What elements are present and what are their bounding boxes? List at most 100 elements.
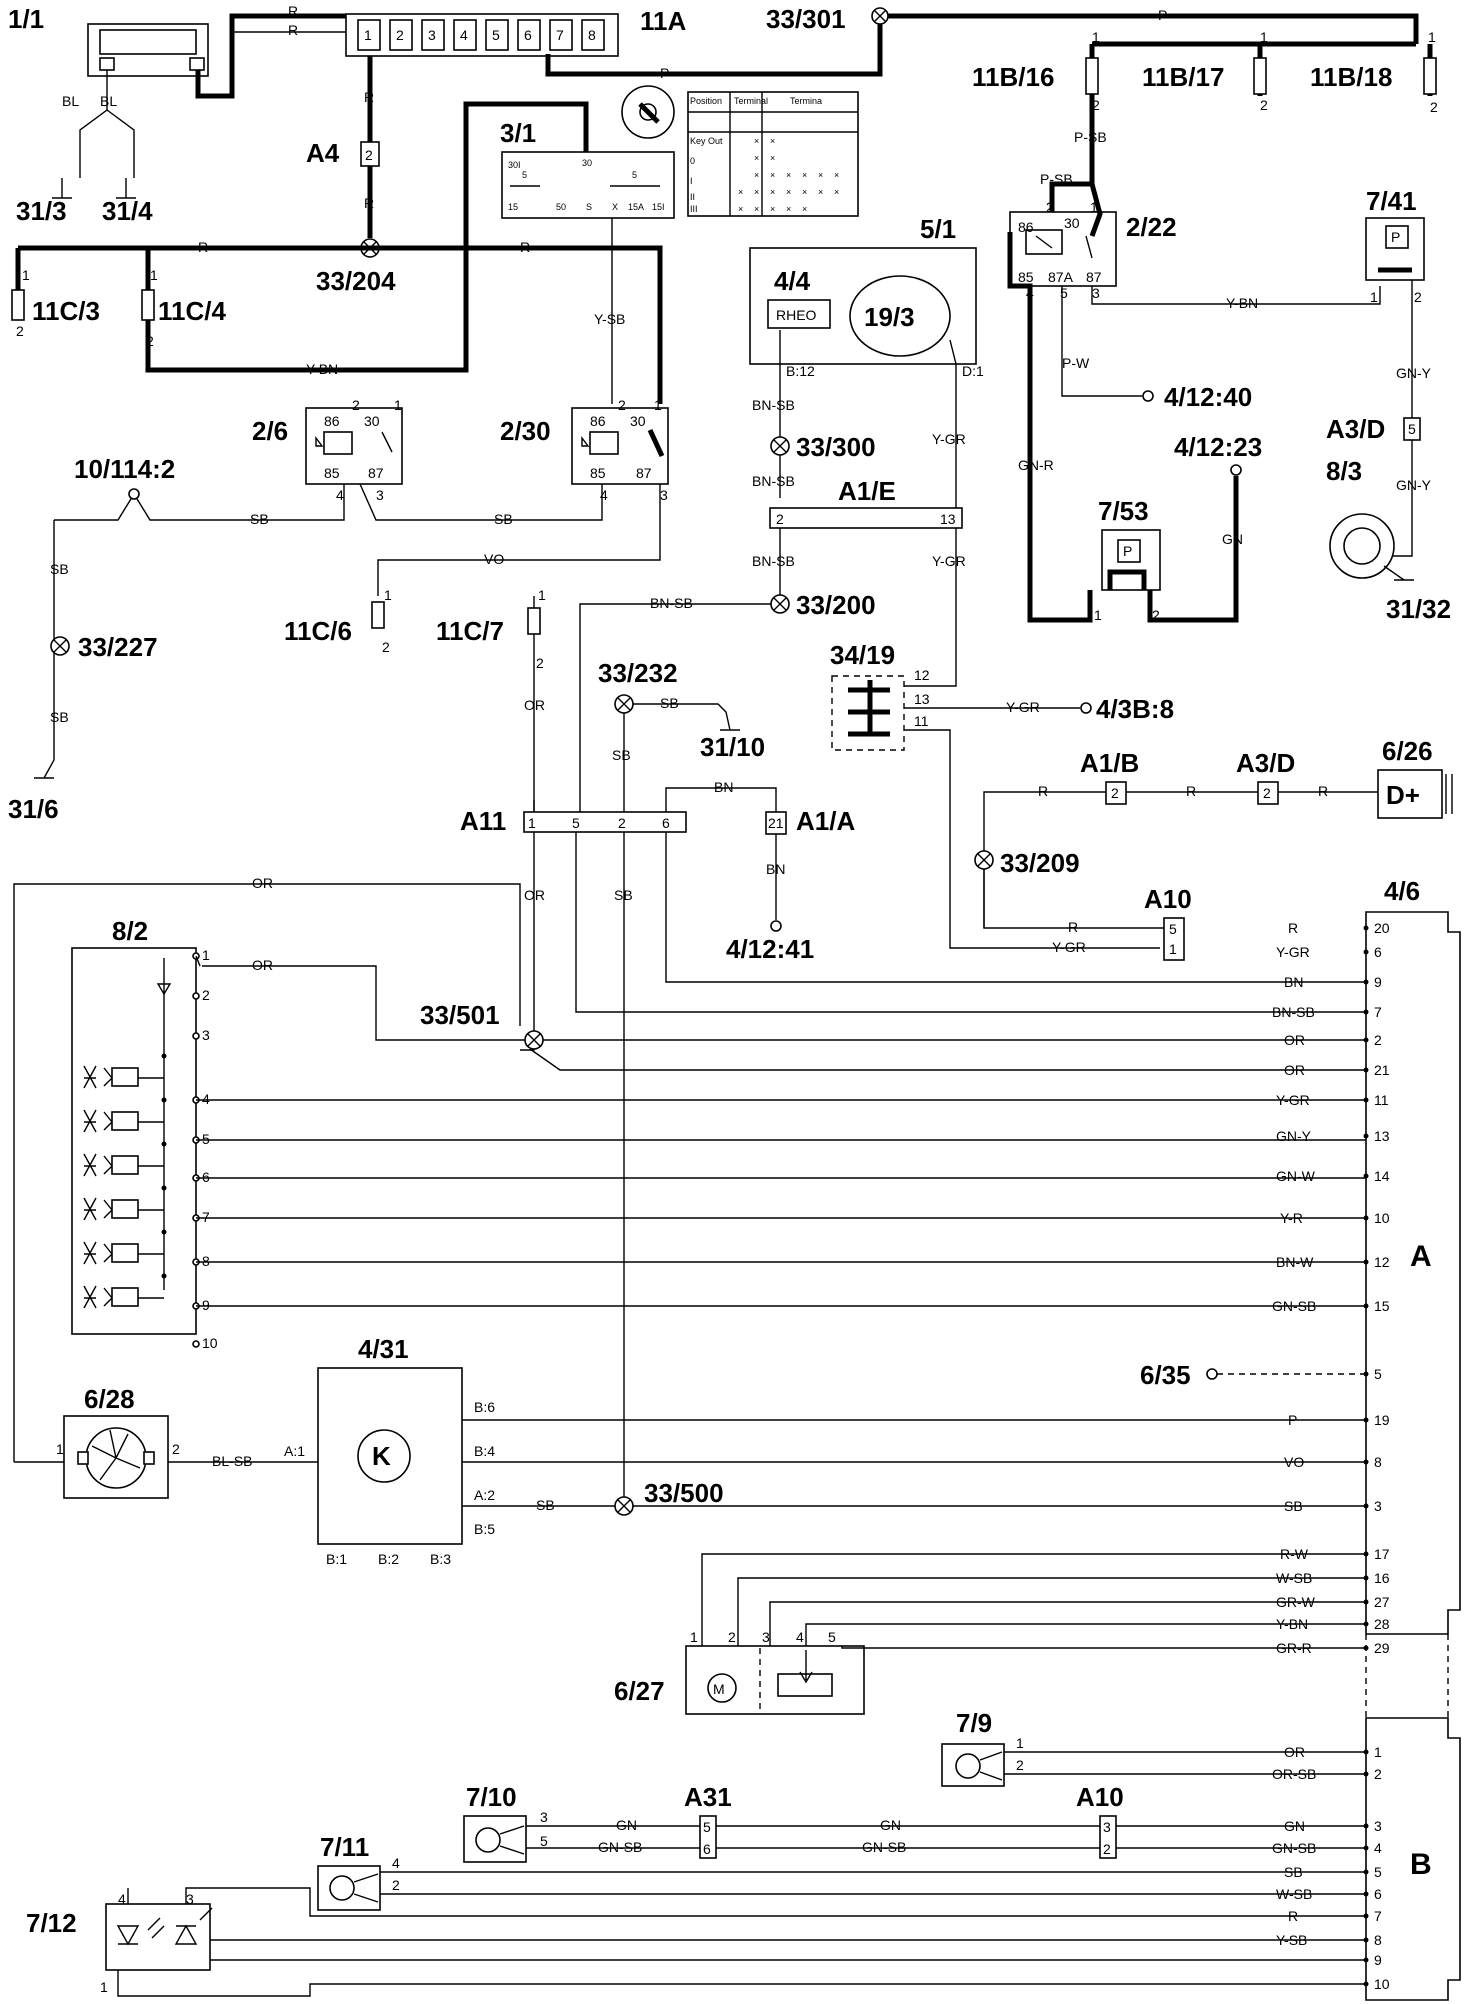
pin-2-6-3: 3 xyxy=(376,487,384,503)
pin-2-6-2: 2 xyxy=(352,397,360,413)
wire-A-14: GN-W xyxy=(1276,1168,1316,1184)
label-1-1: 1/1 xyxy=(8,4,44,34)
table-header-termina: Termina xyxy=(790,96,822,106)
pin-2-22-4: 4 xyxy=(1026,285,1034,301)
wire-ybn-right: Y-BN xyxy=(1226,295,1258,311)
label-33-500: 33/500 xyxy=(644,1478,724,1508)
wire-psb-a: P-SB xyxy=(1074,129,1107,145)
pin-a11-1: 1 xyxy=(528,815,536,831)
label-33-232: 33/232 xyxy=(598,658,678,688)
table-mark: × xyxy=(802,187,807,197)
label-7-11: 7/11 xyxy=(320,1832,369,1862)
term-15: 15 xyxy=(508,202,518,212)
label-11C-6: 11C/6 xyxy=(284,616,352,646)
label-11C-7: 11C/7 xyxy=(436,616,504,646)
wire-gny-a: GN-Y xyxy=(1396,365,1432,381)
wire-bn-a: BN xyxy=(714,779,733,795)
pin-B-9: 9 xyxy=(1374,1952,1382,1968)
term-5b: 5 xyxy=(632,170,637,180)
wire-gnsb-710-b: GN-SB xyxy=(862,1839,906,1855)
pin-11c4-1: 1 xyxy=(150,267,158,283)
label-A1-E: A1/E xyxy=(838,476,896,506)
label-A3-D: A3/D xyxy=(1236,748,1295,778)
pin-A-6: 6 xyxy=(1374,944,1382,960)
wire-r-a1b: R xyxy=(1038,783,1048,799)
wire-bl-2: BL xyxy=(100,93,117,109)
pin-d1: D:1 xyxy=(962,363,984,379)
label-8-2: 8/2 xyxy=(112,916,148,946)
pin-628-2: 2 xyxy=(172,1441,180,1457)
table-mark: × xyxy=(786,170,791,180)
fuse-11A-6: 6 xyxy=(524,27,532,43)
label-4-12-41: 4/12:41 xyxy=(726,934,814,964)
pin-A-21: 21 xyxy=(1374,1062,1390,1078)
label-A10-top: A10 xyxy=(1144,884,1192,914)
pin-711-2: 2 xyxy=(392,1877,400,1893)
pin-712-3: 3 xyxy=(186,1891,194,1907)
pin-34-19-12: 12 xyxy=(914,667,930,683)
pin-11c3-2: 2 xyxy=(16,323,24,339)
pin-A-15: 15 xyxy=(1374,1298,1390,1314)
wire-bnsb-b: BN-SB xyxy=(752,473,795,489)
pin-A-2: 2 xyxy=(1374,1032,1382,1048)
wire-or-c: OR xyxy=(252,875,273,891)
table-mark: × xyxy=(818,170,823,180)
label-31-6: 31/6 xyxy=(8,794,59,824)
pin-a3d: 2 xyxy=(1263,785,1271,801)
pin-628-1: 1 xyxy=(56,1441,64,1457)
pin-431-b1: B:1 xyxy=(326,1551,347,1567)
pin-2-30-86: 86 xyxy=(590,413,606,429)
pin-11b16-2: 2 xyxy=(1092,97,1100,113)
label-2-6: 2/6 xyxy=(252,416,288,446)
label-33-200: 33/200 xyxy=(796,590,876,620)
pin-b12: B:12 xyxy=(786,363,815,379)
pin-A-28: 28 xyxy=(1374,1616,1390,1632)
fuse-11A-5: 5 xyxy=(492,27,500,43)
wire-ygr-c: Y-GR xyxy=(1006,699,1040,715)
table-header-terminal: Terminal xyxy=(734,96,768,106)
pin-2-22-85: 85 xyxy=(1018,269,1034,285)
ignition-switch-3-1: 3/1 30I 5 30 5 15 50 S X 15A 15I xyxy=(500,118,675,219)
label-8-3: 8/3 xyxy=(1326,456,1362,486)
pin-a11-6: 6 xyxy=(662,815,670,831)
switch-7-41: P 7/41 1 2 xyxy=(1365,186,1425,305)
table-mark: × xyxy=(738,187,743,197)
fuse-11A-7: 7 xyxy=(556,27,564,43)
pin-B-2: 2 xyxy=(1374,1766,1382,1782)
wire-r-a10: R xyxy=(1068,919,1078,935)
table-mark: × xyxy=(834,187,839,197)
label-19-3: 19/3 xyxy=(864,302,915,332)
pin-2-22-30: 30 xyxy=(1064,215,1080,231)
table-mark: × xyxy=(786,187,791,197)
label-A4: A4 xyxy=(306,138,340,168)
wire-gn-top: GN xyxy=(1222,531,1243,547)
pin-11c7-1: 1 xyxy=(538,587,546,603)
fuse-11A-3: 3 xyxy=(428,27,436,43)
pin-a11-2: 2 xyxy=(618,815,626,831)
connector-34-19: 34/19 12 13 11 xyxy=(830,640,930,751)
term-50: 50 xyxy=(556,202,566,212)
label-33-227: 33/227 xyxy=(78,632,158,662)
label-6-28: 6/28 xyxy=(84,1384,135,1414)
table-row-2: II xyxy=(690,192,695,202)
m-label: M xyxy=(713,1681,725,1697)
pin-2-30-2: 2 xyxy=(618,397,626,413)
wire-gny-b: GN-Y xyxy=(1396,477,1432,493)
wire-ygr-a10: Y-GR xyxy=(1052,939,1086,955)
label-33-301: 33/301 xyxy=(766,4,846,34)
label-33-300: 33/300 xyxy=(796,432,876,462)
connector-4-6: 4/6 A B 20R6Y-GR9BN7BN-SB2OR21OR11Y-GR13… xyxy=(1270,876,1461,2001)
label-11A: 11A xyxy=(640,6,686,36)
pin-A-8: 8 xyxy=(1374,1454,1382,1470)
label-4-6: 4/6 xyxy=(1384,876,1420,906)
pin-a10-1: 1 xyxy=(1169,941,1177,957)
fan-6-28: 6/28 1 2 xyxy=(56,1384,180,1499)
table-mark: × xyxy=(818,187,823,197)
label-2-30: 2/30 xyxy=(500,416,551,446)
pin-2-6-86: 86 xyxy=(324,413,340,429)
pin-8-2-7: 7 xyxy=(202,1209,210,1225)
wire-psb-b: P-SB xyxy=(1040,171,1073,187)
pin-A-5: 5 xyxy=(1374,1366,1382,1382)
pin-711-4: 4 xyxy=(392,1855,400,1871)
pin-A-10: 10 xyxy=(1374,1210,1390,1226)
